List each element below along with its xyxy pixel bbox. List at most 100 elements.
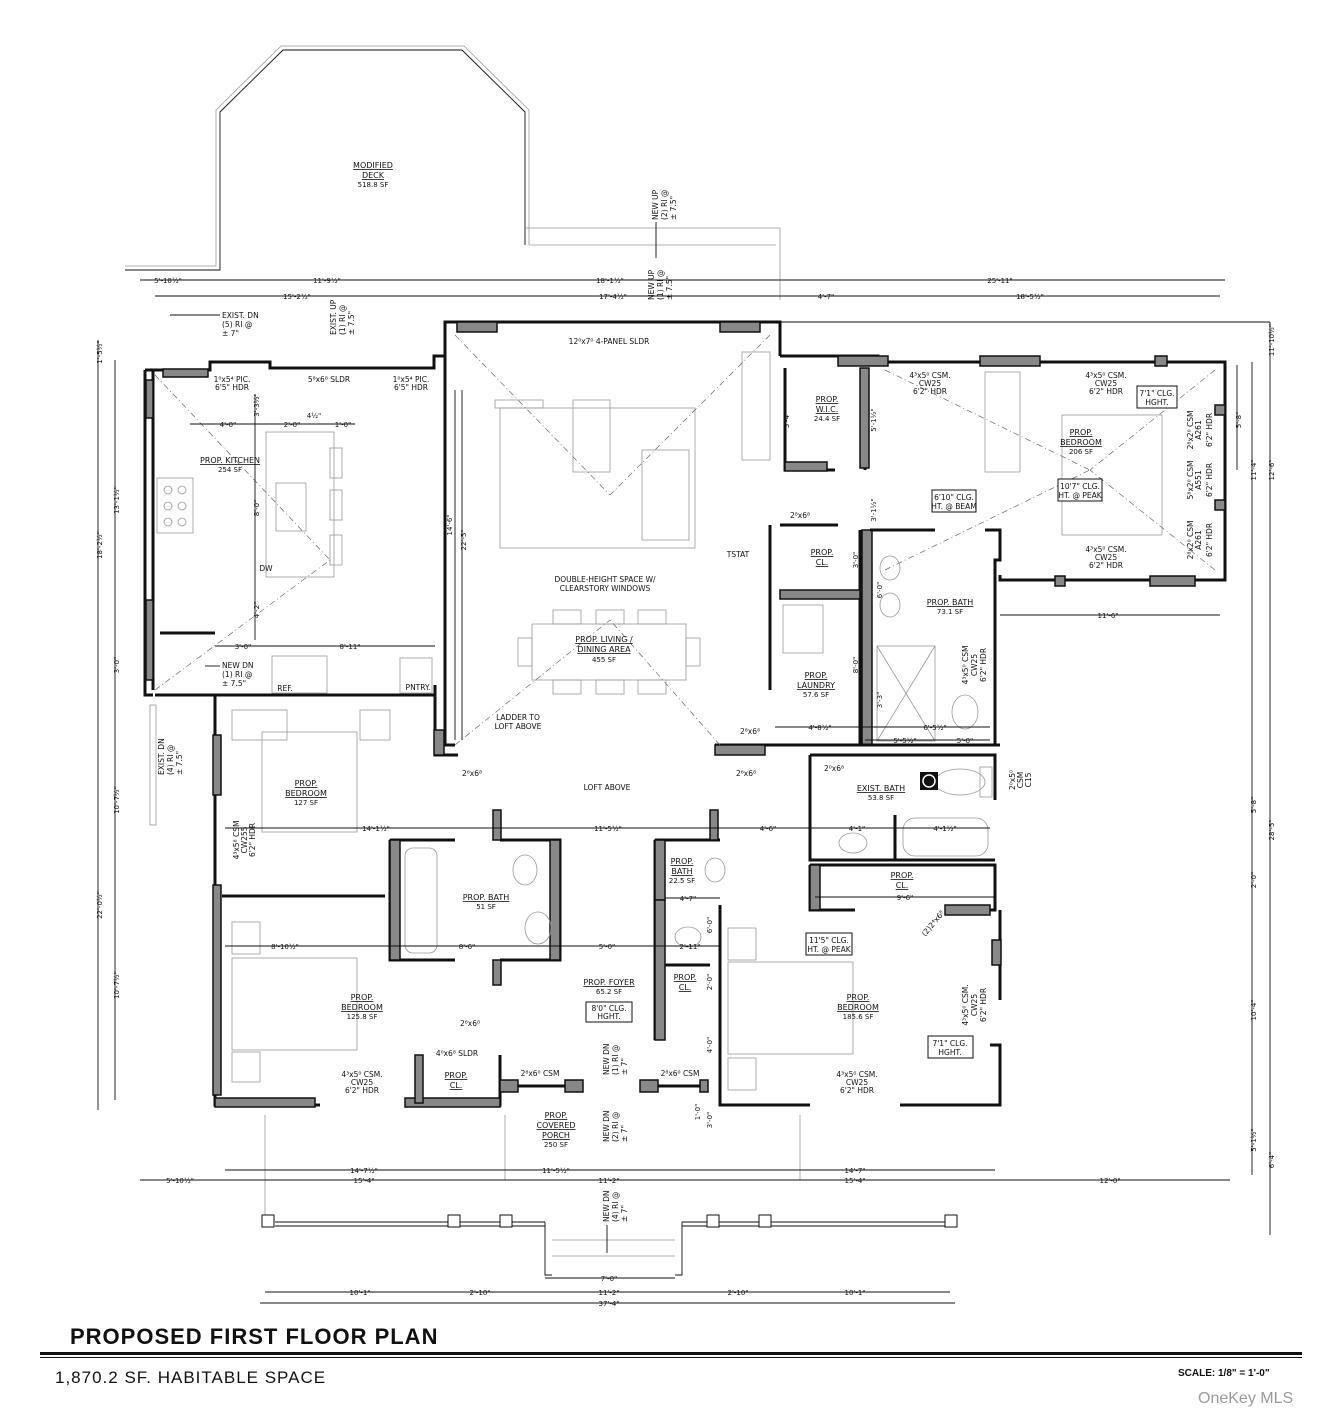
window-label: 6'2" HDR	[1205, 413, 1214, 447]
dim-bottom: 11'-5½"	[542, 1167, 570, 1175]
loft-above-note: LOFT ABOVE	[584, 783, 631, 792]
deck-label-2: DECK	[362, 171, 385, 180]
stair-note-new-up-2: NEW UP (2) RI @ ± 7.5"	[651, 189, 678, 258]
dim-right: 10'-4"	[1250, 999, 1258, 1020]
stair-note-exist-dn: EXIST. DN (5) RI @ ± 7"	[170, 311, 259, 338]
top-dimensions	[140, 279, 1270, 323]
window-label: 5⁸x6⁸ SLDR	[308, 375, 350, 384]
laundry-area: 57.6 SF	[803, 691, 829, 699]
svg-text:4'-6": 4'-6"	[760, 825, 777, 833]
svg-text:9'-6": 9'-6"	[897, 894, 914, 902]
dim-porch: 2'-10"	[727, 1289, 748, 1297]
svg-text:HGHT.: HGHT.	[1145, 398, 1168, 407]
dim-top: 5'-10½"	[154, 277, 182, 285]
title-block: PROPOSED FIRST FLOOR PLAN 1,870.2 SF. HA…	[0, 1310, 1330, 1410]
svg-text:6'-5½": 6'-5½"	[923, 724, 946, 732]
deck-label: MODIFIED	[353, 161, 393, 170]
svg-text:3'-3": 3'-3"	[876, 692, 884, 709]
stair-note-new-up-1: NEW UP (1) RI @ ± 7.5"	[647, 269, 674, 300]
laundry-label: PROP.	[805, 671, 828, 680]
svg-text:4½": 4½"	[307, 412, 321, 420]
window-label: CW25	[846, 1078, 868, 1087]
window-label: 2⁰x5⁰	[1008, 770, 1017, 790]
window-label: A551	[1194, 470, 1203, 490]
svg-text:3'-0": 3'-0"	[706, 1112, 714, 1129]
dim-right: 11'-4"	[1250, 459, 1258, 480]
exist-bath-area: 53.8 SF	[868, 794, 894, 802]
bedroom-se-label: PROP.	[847, 993, 870, 1002]
svg-text:1'-0": 1'-0"	[694, 1104, 702, 1121]
closet-east-label-2: CL.	[896, 881, 909, 890]
svg-text:(1) RI @: (1) RI @	[338, 305, 347, 335]
dim-porch: 11'-2"	[598, 1289, 619, 1297]
window-label: 4³x5⁰ CSM.	[909, 371, 950, 380]
window-label: C15	[1024, 772, 1033, 787]
bedroom-nw-label: PROP.	[295, 779, 318, 788]
stair-note-steps: NEW DN (4) RI @ ± 7"	[602, 1190, 629, 1253]
tstat-note: TSTAT	[726, 550, 750, 559]
svg-text:± 7.5": ± 7.5"	[347, 311, 356, 335]
porch-label-2: COVERED	[536, 1121, 575, 1130]
dim-bottom: 11'-2"	[598, 1177, 619, 1185]
exist-bath-label: EXIST. BATH	[857, 784, 905, 793]
window-label: CW25	[919, 379, 941, 388]
dim-bottom: 14'-7½"	[350, 1167, 378, 1175]
svg-text:4'-2": 4'-2"	[253, 602, 261, 619]
fixtures	[149, 351, 1163, 1276]
dim-top: 4'-7"	[818, 293, 835, 301]
stair-note-foyer: NEW DN (1) RI @ ± 7"	[602, 1043, 629, 1075]
bedroom-sw-label: PROP.	[351, 993, 374, 1002]
bath-center-label: PROP. BATH	[463, 893, 510, 902]
right-dimensions	[1236, 322, 1271, 1235]
dim-porch: 10'-1"	[349, 1289, 370, 1297]
dim-top: 17'-4½"	[599, 293, 627, 301]
svg-text:8'-6": 8'-6"	[459, 943, 476, 951]
dim-bottom: 14'-7"	[844, 1167, 865, 1175]
svg-text:4'-1½": 4'-1½"	[933, 825, 956, 833]
svg-text:3'-3½": 3'-3½"	[253, 393, 261, 416]
bedroom-se-area: 185.6 SF	[843, 1013, 874, 1021]
svg-text:4'-1": 4'-1"	[849, 825, 866, 833]
svg-text:EXIST. DN: EXIST. DN	[157, 738, 166, 775]
ceiling-note-box: 11'5" CLG. HT. @ PEAK	[805, 932, 853, 956]
svg-text:6'-0": 6'-0"	[706, 917, 714, 934]
window-label: A261	[1194, 530, 1203, 550]
foyer-area: 65.2 SF	[596, 988, 622, 996]
door-label: (2)2⁴x6⁸	[920, 909, 947, 938]
svg-text:4'-0": 4'-0"	[220, 421, 237, 429]
window-label: CW25	[1095, 379, 1117, 388]
window-label: CW25	[1095, 553, 1117, 562]
window-label: 6'5" HDR	[394, 383, 428, 392]
window-label: CW25	[351, 1078, 373, 1087]
dishwasher-label: DW	[259, 564, 273, 573]
wic-label-2: W.I.C.	[816, 405, 839, 414]
svg-text:8'0" CLG.: 8'0" CLG.	[591, 1004, 626, 1013]
window-label: 2⁸x2⁰ CSM	[1186, 521, 1195, 560]
bedroom-sw-area: 125.8 SF	[347, 1013, 378, 1021]
double-height-note-2: CLEARSTORY WINDOWS	[560, 584, 651, 593]
svg-text:NEW DN: NEW DN	[602, 1110, 611, 1142]
dim-right: 5'-8"	[1235, 412, 1243, 429]
svg-text:5'-0": 5'-0"	[599, 943, 616, 951]
bedroom-nw-label-2: BEDROOM	[285, 789, 327, 798]
svg-text:(1) RI @: (1) RI @	[222, 670, 252, 679]
living-area: 455 SF	[592, 656, 616, 664]
svg-text:3'-1½": 3'-1½"	[870, 498, 878, 521]
closet-door-label: 4⁰x6⁸ SLDR	[436, 1049, 478, 1058]
living-label-2: DINING AREA	[577, 645, 631, 654]
window-label: 2⁸x6⁰ CSM	[521, 1069, 560, 1078]
ceiling-lines	[154, 334, 1216, 746]
window-label: 4³x5⁰ CSM.	[961, 984, 970, 1025]
door-label: 2⁸x6⁸	[790, 511, 810, 520]
window-label: 6'2" HDR	[1205, 463, 1214, 497]
closet-sw-label: PROP.	[445, 1071, 468, 1080]
closet-foyer-label: PROP.	[674, 973, 697, 982]
closet-sw-label-2: CL.	[450, 1081, 463, 1090]
window-label: 6'2" HDR	[840, 1086, 874, 1095]
window-label: 6'5" HDR	[215, 383, 249, 392]
watermark: OneKey MLS	[1198, 1390, 1294, 1407]
svg-text:5'-1½": 5'-1½"	[870, 408, 878, 431]
dim-left: 1'-5½"	[96, 340, 104, 363]
stair-note-exist-dn-4: EXIST. DN (4) RI @ ± 7.5"	[157, 738, 184, 775]
door-label: 2⁶x6⁸	[736, 769, 756, 778]
